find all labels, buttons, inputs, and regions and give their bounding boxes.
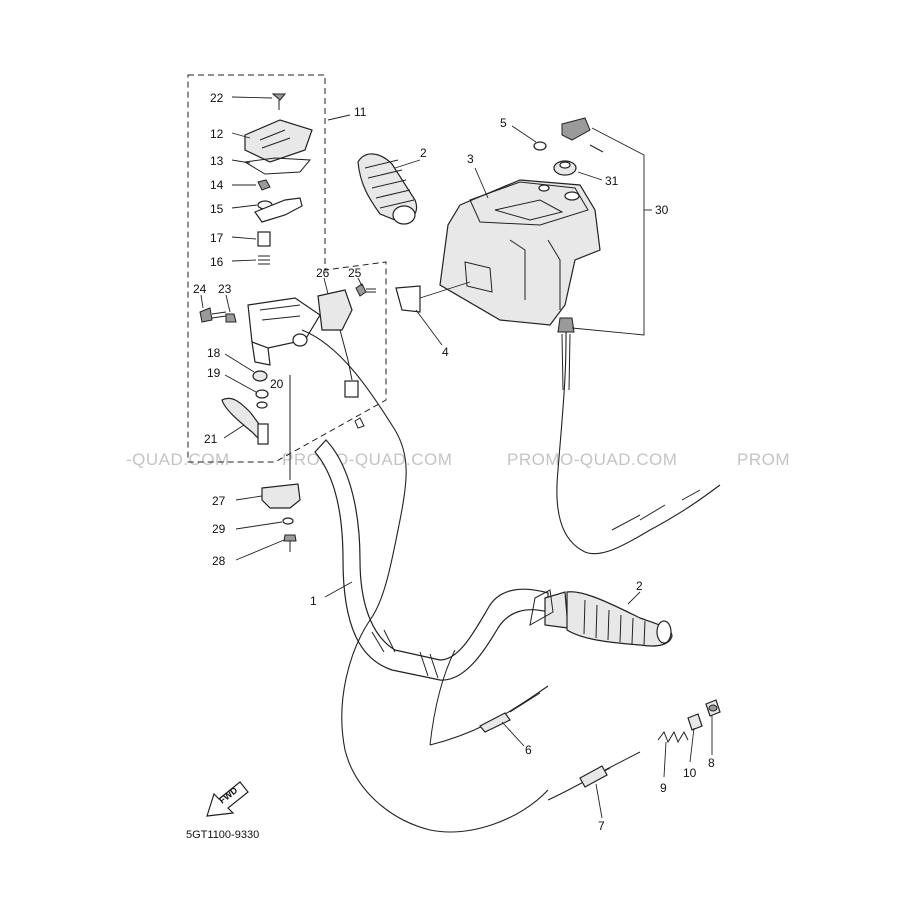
handlebar-cover — [439, 179, 601, 326]
callout-6: 6 — [525, 743, 532, 757]
left-grip — [357, 153, 418, 225]
callout-19: 19 — [207, 366, 221, 380]
callout-3: 3 — [467, 152, 474, 166]
screws — [199, 283, 376, 323]
pad — [395, 285, 421, 313]
callout-28: 28 — [212, 554, 226, 568]
callout-22: 22 — [210, 91, 224, 105]
callout-10: 10 — [683, 766, 697, 780]
callout-13: 13 — [210, 154, 224, 168]
callout-24: 24 — [193, 282, 207, 296]
clamp-assembly — [261, 375, 301, 552]
callouts: 1 2 2 3 4 5 6 7 8 9 10 11 1 — [193, 91, 715, 833]
callout-29: 29 — [212, 522, 226, 536]
switch-30-assembly — [553, 117, 721, 555]
callout-25: 25 — [348, 266, 362, 280]
callout-27: 27 — [212, 494, 226, 508]
callout-30: 30 — [655, 203, 669, 217]
callout-14: 14 — [210, 178, 224, 192]
adjuster-parts — [657, 699, 721, 744]
callout-15: 15 — [210, 202, 224, 216]
assembly-box-11 — [187, 74, 387, 463]
callout-1: 1 — [310, 594, 317, 608]
callout-20: 20 — [270, 377, 284, 391]
watermark-2: PROMO-QUAD.COM — [282, 450, 452, 469]
callout-5: 5 — [500, 116, 507, 130]
watermark-3: PROMO-QUAD.COM — [507, 450, 677, 469]
cable-6 — [429, 649, 549, 746]
throttle-lever — [221, 370, 269, 445]
callout-8: 8 — [708, 756, 715, 770]
callout-4: 4 — [442, 345, 449, 359]
callout-21: 21 — [204, 432, 218, 446]
callout-2-lower: 2 — [636, 579, 643, 593]
callout-16: 16 — [210, 255, 224, 269]
callout-9: 9 — [660, 781, 667, 795]
throttle-cover-parts — [243, 93, 313, 265]
diagram-code: 5GT1100-9330 — [186, 829, 259, 841]
seal — [533, 141, 547, 151]
callout-18: 18 — [207, 346, 221, 360]
callout-12: 12 — [210, 127, 224, 141]
callout-2-upper: 2 — [420, 146, 427, 160]
callout-26: 26 — [316, 266, 330, 280]
throttle-cable — [301, 329, 549, 833]
callout-17: 17 — [210, 231, 224, 245]
watermark-row: -QUAD.COM PROMO-QUAD.COM PROMO-QUAD.COM … — [126, 450, 790, 469]
right-grip — [529, 589, 673, 647]
watermark-1: -QUAD.COM — [126, 450, 230, 469]
forward-arrow: FWD — [206, 781, 249, 817]
cable-7 — [547, 751, 641, 801]
callout-7: 7 — [598, 819, 605, 833]
callout-11: 11 — [354, 105, 367, 119]
watermark-4: PROM — [737, 450, 790, 469]
callout-31: 31 — [605, 174, 619, 188]
handlebar — [314, 439, 549, 681]
throttle-housing — [247, 289, 359, 398]
cable-end-upper — [354, 417, 365, 429]
callout-23: 23 — [218, 282, 232, 296]
